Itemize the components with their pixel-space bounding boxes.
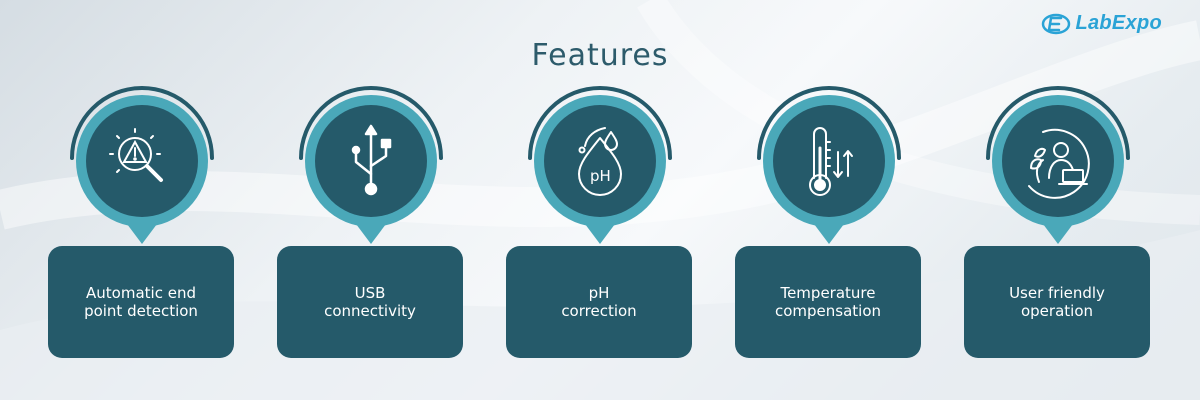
user-laptop-icon [1028,128,1090,199]
feature-pin [986,86,1130,244]
ph-drop-icon: pH [578,127,622,196]
feature-user-friendly: User friendly operation [963,86,1153,362]
feature-label: pH correction [561,284,637,320]
feature-label: User friendly operation [1009,284,1105,320]
feature-card: User friendly operation [964,246,1150,358]
feature-pin [299,86,443,244]
feature-pin [757,86,901,244]
logo-text: LabExpo [1075,12,1162,34]
feature-ph-correction: pH pH correction [505,86,695,362]
labexpo-logo-icon [1042,13,1071,34]
feature-card: USB connectivity [277,246,463,358]
feature-card: pH correction [506,246,692,358]
feature-usb-connectivity: USB connectivity [276,86,466,362]
feature-pin [70,86,214,244]
feature-temperature-compensation: Temperature compensation [734,86,924,362]
labexpo-logo: LabExpo [1041,12,1162,35]
usb-icon [351,124,392,196]
feature-automatic-end-point: Automatic end point detection [47,86,237,362]
feature-pin: pH [528,86,672,244]
feature-label: USB connectivity [324,284,416,320]
feature-card: Temperature compensation [735,246,921,358]
thermometer-arrows-icon [809,127,853,196]
feature-label: Temperature compensation [774,284,882,320]
feature-label: Automatic end point detection [84,284,198,320]
warning-magnifier-icon [109,128,163,182]
page-title: Features [531,38,669,73]
svg-text:pH: pH [590,167,611,185]
feature-card: Automatic end point detection [48,246,234,358]
